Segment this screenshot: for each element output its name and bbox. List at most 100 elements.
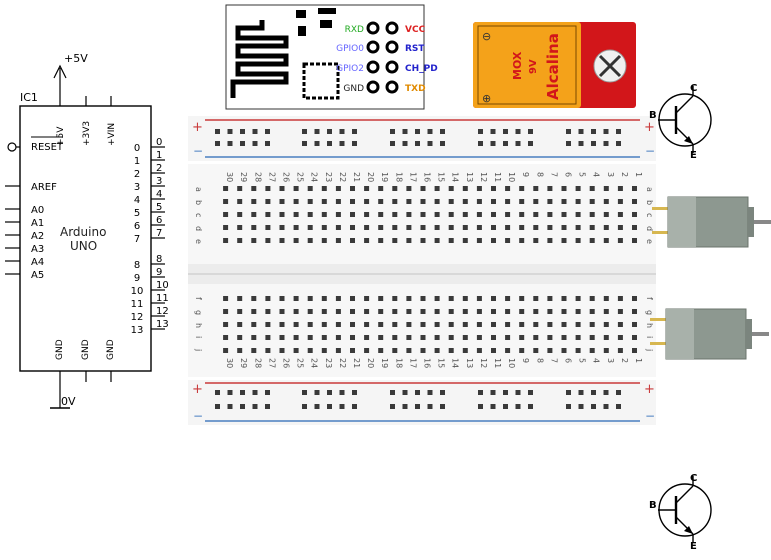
terminal-hole (293, 199, 299, 204)
digital-pin-label-right: 8 (156, 254, 162, 265)
rail-hole (578, 141, 584, 146)
motor-2-lead-bottom (650, 342, 668, 345)
rail-hole (578, 404, 584, 409)
terminal-hole (350, 335, 355, 340)
terminal-hole (519, 238, 525, 243)
column-label: 7 (549, 358, 558, 363)
terminal-hole (561, 335, 567, 340)
terminal-hole (378, 238, 384, 243)
terminal-hole (279, 309, 285, 314)
rail-hole (578, 129, 584, 134)
row-label: j (194, 348, 203, 351)
digital-pin-label-left: 5 (134, 208, 140, 219)
terminal-hole (505, 238, 511, 243)
rail-hole (490, 141, 496, 146)
rail-hole (591, 141, 596, 146)
rail-hole (402, 404, 408, 409)
rail-hole (327, 390, 332, 395)
column-label: 29 (239, 172, 248, 182)
rail-hole (215, 141, 220, 146)
row-label: e (645, 239, 654, 244)
column-label: 8 (535, 358, 544, 363)
terminal-hole (462, 238, 468, 243)
terminal-hole (279, 186, 285, 191)
terminal-hole (505, 348, 511, 353)
terminal-hole (293, 348, 299, 353)
terminal-hole (476, 225, 482, 230)
terminal-hole (279, 199, 285, 204)
terminal-hole (603, 199, 609, 204)
terminal-hole (462, 225, 468, 230)
terminal-hole (519, 296, 525, 301)
rail-hole (616, 390, 621, 395)
rail-hole (352, 404, 357, 409)
terminal-hole (307, 199, 313, 204)
rail-hole (402, 390, 408, 395)
column-label: 8 (535, 172, 544, 177)
terminal-hole (491, 225, 496, 230)
digital-pin-label-right: 6 (156, 215, 162, 226)
terminal-hole (491, 212, 496, 217)
terminal-hole (617, 322, 623, 327)
terminal-hole (420, 335, 426, 340)
terminal-hole (279, 322, 285, 327)
column-label: 28 (253, 358, 262, 368)
terminal-hole (519, 322, 525, 327)
terminal-hole (223, 296, 229, 301)
column-label: 23 (324, 358, 333, 368)
terminal-hole (420, 225, 426, 230)
rail-hole (515, 404, 521, 409)
rail-hole (478, 141, 483, 146)
terminal-hole (251, 348, 257, 353)
terminal-hole (251, 186, 257, 191)
column-label: 4 (592, 358, 601, 363)
transistor-2-emitter-arrow (684, 526, 693, 534)
rail-hole (339, 390, 345, 395)
terminal-hole (617, 199, 623, 204)
rail-hole (252, 404, 258, 409)
terminal-hole (223, 225, 229, 230)
terminal-hole (476, 199, 482, 204)
column-label: 3 (606, 358, 615, 363)
terminal-hole (519, 186, 525, 191)
column-label: 2 (620, 172, 629, 177)
terminal-hole (307, 212, 313, 217)
terminal-hole (462, 199, 468, 204)
bottom-power-rail (188, 380, 656, 425)
terminal-hole (434, 238, 440, 243)
column-label: 18 (394, 172, 403, 182)
column-label: 9 (521, 172, 530, 177)
terminal-hole (265, 186, 271, 191)
terminal-hole (223, 322, 229, 327)
terminal-hole (279, 296, 285, 301)
terminal-hole (378, 296, 384, 301)
terminal-hole (561, 238, 567, 243)
terminal-hole (406, 335, 412, 340)
terminal-hole (632, 296, 637, 301)
pin-label-reset: RESET (31, 142, 64, 153)
top-rail-plus-right: + (644, 120, 655, 135)
terminal-hole (279, 225, 285, 230)
esp-pin-left (366, 80, 380, 94)
rail-hole (265, 390, 270, 395)
digital-pin-label-left: 12 (131, 312, 144, 323)
digital-pin-label-right: 5 (156, 202, 162, 213)
terminal-hole (378, 309, 384, 314)
terminal-hole (589, 296, 595, 301)
terminal-hole (533, 322, 539, 327)
battery-label-border (477, 25, 577, 105)
terminal-hole (321, 348, 327, 353)
rail-hole (490, 390, 496, 395)
rail-hole (240, 129, 245, 134)
terminal-hole (476, 238, 482, 243)
terminal-hole (420, 296, 426, 301)
terminal-hole (307, 348, 313, 353)
motor-2-gearbox (666, 309, 694, 359)
row-label: g (194, 310, 203, 315)
terminal-hole (519, 348, 525, 353)
column-label: 28 (253, 172, 262, 182)
terminal-hole (265, 238, 271, 243)
terminal-hole (265, 335, 271, 340)
column-label: 17 (408, 172, 417, 182)
column-label: 25 (296, 358, 305, 368)
